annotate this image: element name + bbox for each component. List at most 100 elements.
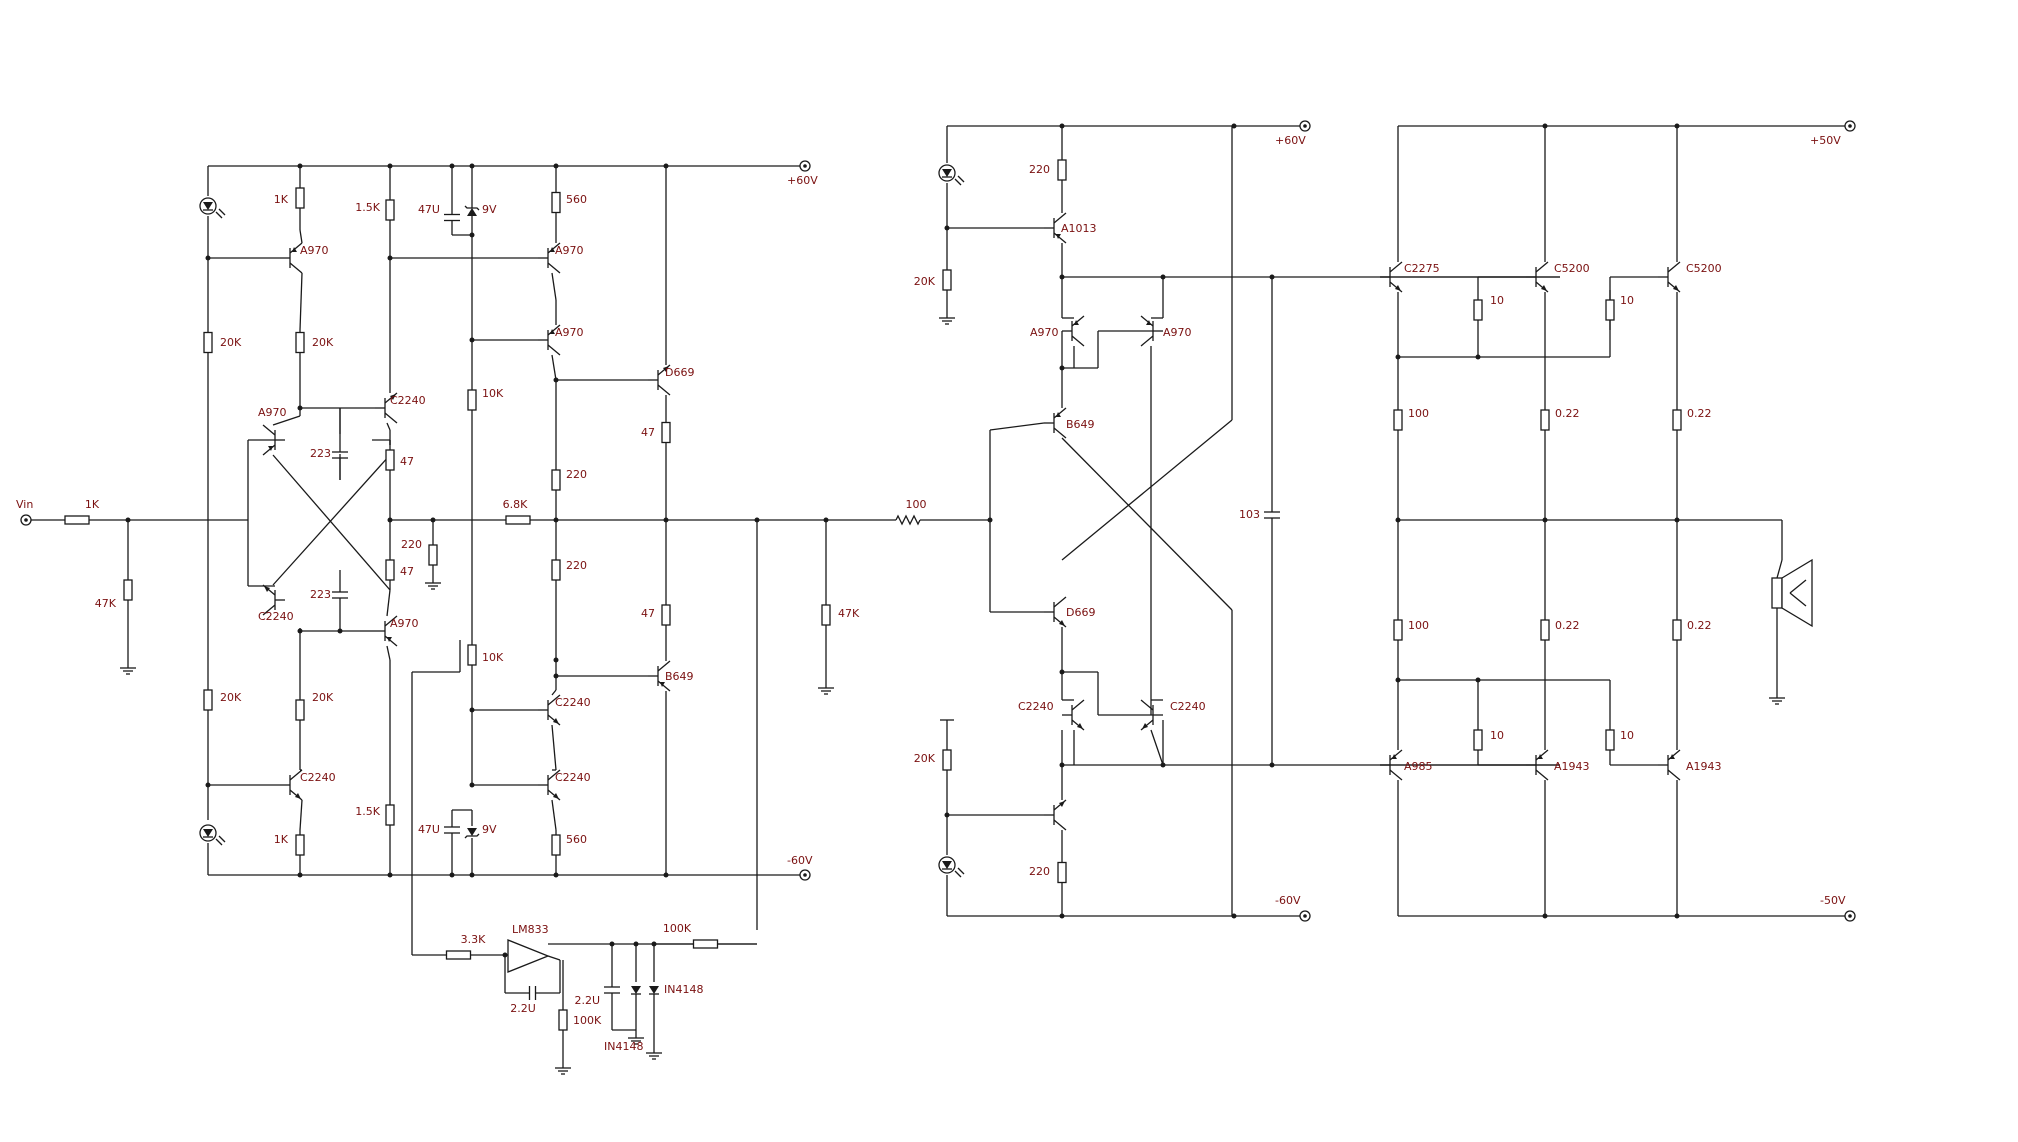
label-r022_d: 0.22 xyxy=(1687,619,1712,632)
r022-c xyxy=(1540,619,1550,641)
ground-icon xyxy=(1769,697,1785,705)
label-r47k_in: 47K xyxy=(95,597,117,610)
label-r100_a: 100 xyxy=(1408,407,1429,420)
label-q_d669_d: D669 xyxy=(1066,606,1095,619)
label-r100_link: 100 xyxy=(906,498,927,511)
label-q_c2240_4: C2240 xyxy=(555,696,591,709)
ground-icon xyxy=(555,1067,571,1075)
label-r100k_gnd: 100K xyxy=(573,1014,602,1027)
r100-link xyxy=(895,514,921,526)
led-top-icon xyxy=(199,197,226,219)
w xyxy=(1150,729,1164,766)
label-r220_c: 220 xyxy=(566,559,587,572)
r68k xyxy=(505,515,531,525)
label-r10k_b: 10K xyxy=(482,651,504,664)
label-q_c5200_1: C5200 xyxy=(1554,262,1590,275)
r022-b xyxy=(1672,409,1682,431)
components xyxy=(20,120,1856,1075)
port-label-n60_b: -60V xyxy=(1275,894,1301,907)
ground-icon xyxy=(628,1037,644,1045)
r33k xyxy=(445,950,472,960)
ground-icon xyxy=(425,582,441,590)
r20k-m-top xyxy=(295,331,305,354)
label-q_c2275: C2275 xyxy=(1404,262,1440,275)
label-q_c2240_3: C2240 xyxy=(300,771,336,784)
w xyxy=(1061,419,1233,561)
q-b649-d-icon xyxy=(1044,407,1067,439)
junction-dot xyxy=(1160,762,1166,768)
w xyxy=(551,272,557,301)
label-r20k_m_top: 20K xyxy=(312,336,334,349)
r10k-a xyxy=(467,389,477,411)
junction-dot xyxy=(553,657,559,663)
r220-b xyxy=(551,469,561,491)
r1k-top xyxy=(295,187,305,209)
w xyxy=(386,645,391,661)
label-r10k_a: 10K xyxy=(482,387,504,400)
speaker-icon xyxy=(1771,558,1813,628)
label-c223_a: 223 xyxy=(310,447,331,460)
w xyxy=(551,689,557,696)
r560-bot xyxy=(551,834,561,856)
q-a970-4-icon xyxy=(538,324,561,356)
r1k5-top xyxy=(385,199,395,221)
label-r47_a: 47 xyxy=(400,455,414,468)
w xyxy=(551,724,557,771)
q-a970-1-icon xyxy=(280,242,303,274)
q-a970-d1-icon xyxy=(1062,315,1085,347)
led-d-bot-icon xyxy=(938,856,965,878)
junction-dot xyxy=(1231,913,1237,919)
label-c22u_b: 2.2U xyxy=(574,994,600,1007)
r100-a xyxy=(1393,409,1403,431)
r022-d xyxy=(1672,619,1682,641)
wires xyxy=(26,123,1850,1068)
w xyxy=(386,589,391,617)
label-q_c2240_d1: C2240 xyxy=(1018,700,1054,713)
q-c5200-1-icon xyxy=(1526,261,1549,293)
junction-dot xyxy=(430,517,436,523)
label-r47_d: 47 xyxy=(641,607,655,620)
label-r1k5_top: 1.5K xyxy=(355,201,380,214)
w xyxy=(551,354,557,381)
r100-b xyxy=(1393,619,1403,641)
label-d_in4148_a: IN4148 xyxy=(604,1040,643,1053)
q-a1943-2-icon xyxy=(1658,749,1681,781)
port-label-n60_a: -60V xyxy=(787,854,813,867)
port-center xyxy=(803,164,807,168)
r47-c xyxy=(661,421,671,444)
label-r100_b: 100 xyxy=(1408,619,1429,632)
label-u_lm833: LM833 xyxy=(512,923,549,936)
r1k-in xyxy=(64,515,90,525)
r560-top xyxy=(551,191,561,214)
label-q_a970_2: A970 xyxy=(258,406,287,419)
q-a970-5-icon xyxy=(375,615,398,647)
label-r022_c: 0.22 xyxy=(1555,619,1580,632)
zener-bot-icon xyxy=(464,828,480,839)
junction-dot xyxy=(387,255,393,261)
r10-a xyxy=(1473,299,1483,321)
diode-in4148-a-icon xyxy=(631,986,641,995)
label-r220_a: 220 xyxy=(401,538,422,551)
ground-icon xyxy=(818,687,834,695)
q-a970-3-icon xyxy=(538,242,561,274)
label-r20k_d_bot: 20K xyxy=(914,752,936,765)
r220-d-top xyxy=(1057,159,1067,181)
label-d_in4148_b: IN4148 xyxy=(664,983,703,996)
r47-d xyxy=(661,604,671,626)
label-q_a1943_1: A1943 xyxy=(1554,760,1590,773)
label-c47u_bot: 47U xyxy=(418,823,440,836)
label-q_a985: A985 xyxy=(1404,760,1433,773)
w xyxy=(299,272,303,331)
label-q_b649_d: B649 xyxy=(1066,418,1095,431)
label-q_a1013: A1013 xyxy=(1061,222,1097,235)
q-c2240-1-icon xyxy=(375,392,398,424)
diff-cross-b xyxy=(272,454,391,586)
r20k-l-bot xyxy=(203,689,213,711)
label-c103: 103 xyxy=(1239,508,1260,521)
zener-top-icon xyxy=(464,205,480,216)
label-r20k_l_bot: 20K xyxy=(220,691,242,704)
w xyxy=(989,422,1045,431)
label-r220_d_bot: 220 xyxy=(1029,865,1050,878)
